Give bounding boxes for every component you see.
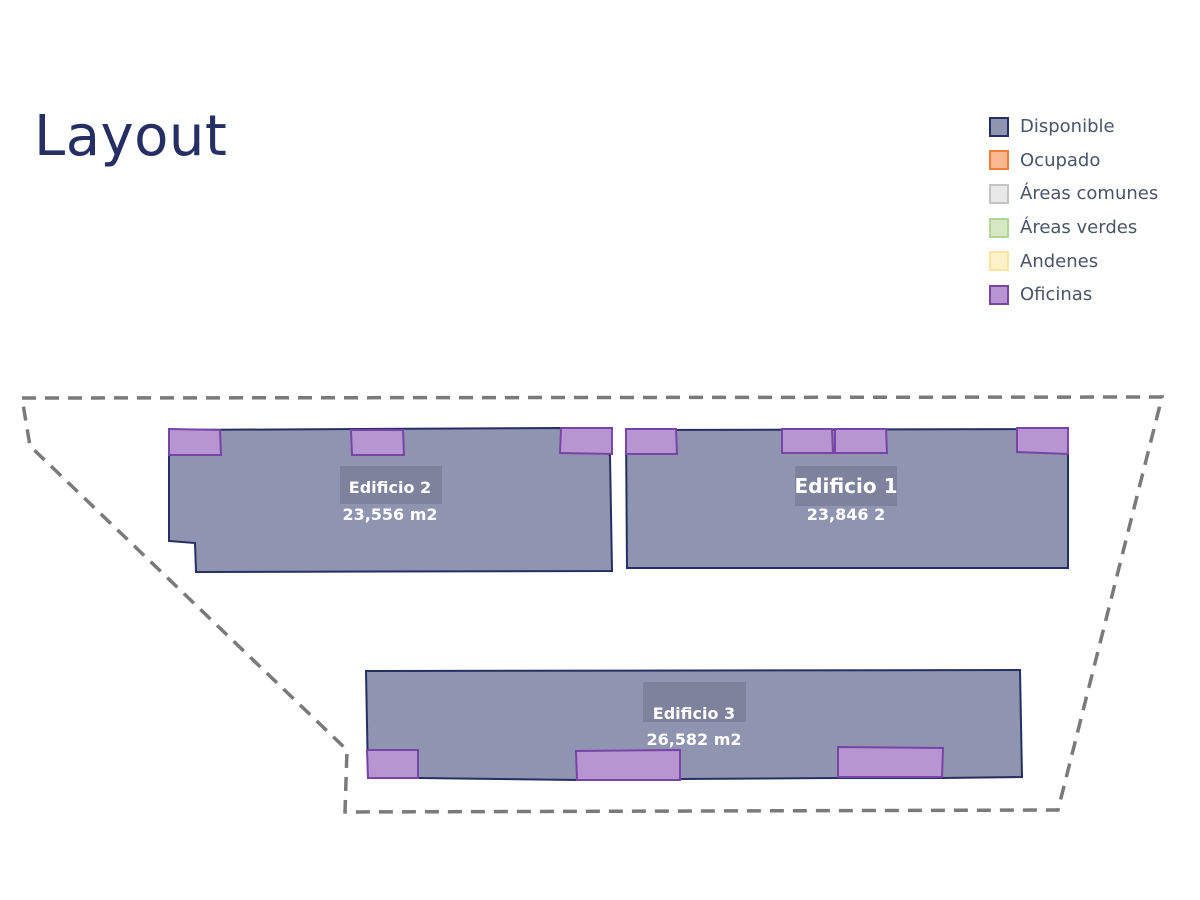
office-e3-1 xyxy=(365,749,419,779)
legend-item-areas-verdes: Áreas verdes xyxy=(989,211,1158,245)
legend-label-areas-verdes: Áreas verdes xyxy=(1020,217,1138,239)
office-e1-3 xyxy=(834,428,889,454)
office-e3-3 xyxy=(837,745,945,778)
building-area-edificio-3: 26,582 m2 xyxy=(646,730,741,749)
building-edificio-3[interactable]: Edificio 3 26,582 m2 xyxy=(364,668,1024,782)
building-area-edificio-1: 23,846 2 xyxy=(807,505,885,524)
legend-item-oficinas: Oficinas xyxy=(989,278,1158,312)
legend-swatch-areas-comunes xyxy=(989,183,1009,204)
label-bg-edificio-3 xyxy=(643,682,746,722)
legend-label-ocupado: Ocupado xyxy=(1020,149,1101,171)
building-area-edificio-2: 23,556 m2 xyxy=(342,505,437,524)
office-e1-1 xyxy=(625,428,679,455)
legend-swatch-oficinas xyxy=(989,284,1009,305)
legend-label-oficinas: Oficinas xyxy=(1020,284,1093,306)
office-e2-2 xyxy=(349,429,406,456)
building-name-edificio-2: Edificio 2 xyxy=(349,478,431,497)
building-edificio-1[interactable]: Edificio 1 23,846 2 xyxy=(624,427,1069,569)
legend-label-areas-comunes: Áreas comunes xyxy=(1020,183,1159,205)
building-name-edificio-3: Edificio 3 xyxy=(653,704,735,723)
label-bg-edificio-1 xyxy=(795,466,897,506)
building-edificio-2[interactable]: Edificio 2 23,556 m2 xyxy=(168,426,614,574)
legend-item-andenes: Andenes xyxy=(989,244,1158,278)
legend: Disponible Ocupado Áreas comunes Áreas v… xyxy=(989,110,1158,312)
legend-swatch-disponible xyxy=(989,116,1009,137)
office-e1-4 xyxy=(1016,427,1069,456)
building-name-edificio-1: Edificio 1 xyxy=(795,474,898,498)
office-e2-3 xyxy=(558,427,613,456)
legend-label-andenes: Andenes xyxy=(1020,250,1099,272)
legend-item-areas-comunes: Áreas comunes xyxy=(989,177,1158,211)
site-boundary xyxy=(20,395,1165,814)
legend-item-disponible: Disponible xyxy=(989,110,1158,144)
office-e1-2 xyxy=(781,428,835,454)
office-e2-1 xyxy=(168,427,223,456)
legend-swatch-andenes xyxy=(989,251,1009,272)
label-bg-edificio-2 xyxy=(340,466,442,504)
legend-swatch-areas-verdes xyxy=(989,217,1009,238)
page-title: Layout xyxy=(34,104,228,169)
legend-swatch-ocupado xyxy=(989,150,1009,171)
legend-label-disponible: Disponible xyxy=(1020,116,1115,138)
legend-item-ocupado: Ocupado xyxy=(989,144,1158,178)
office-e3-2 xyxy=(574,748,681,781)
